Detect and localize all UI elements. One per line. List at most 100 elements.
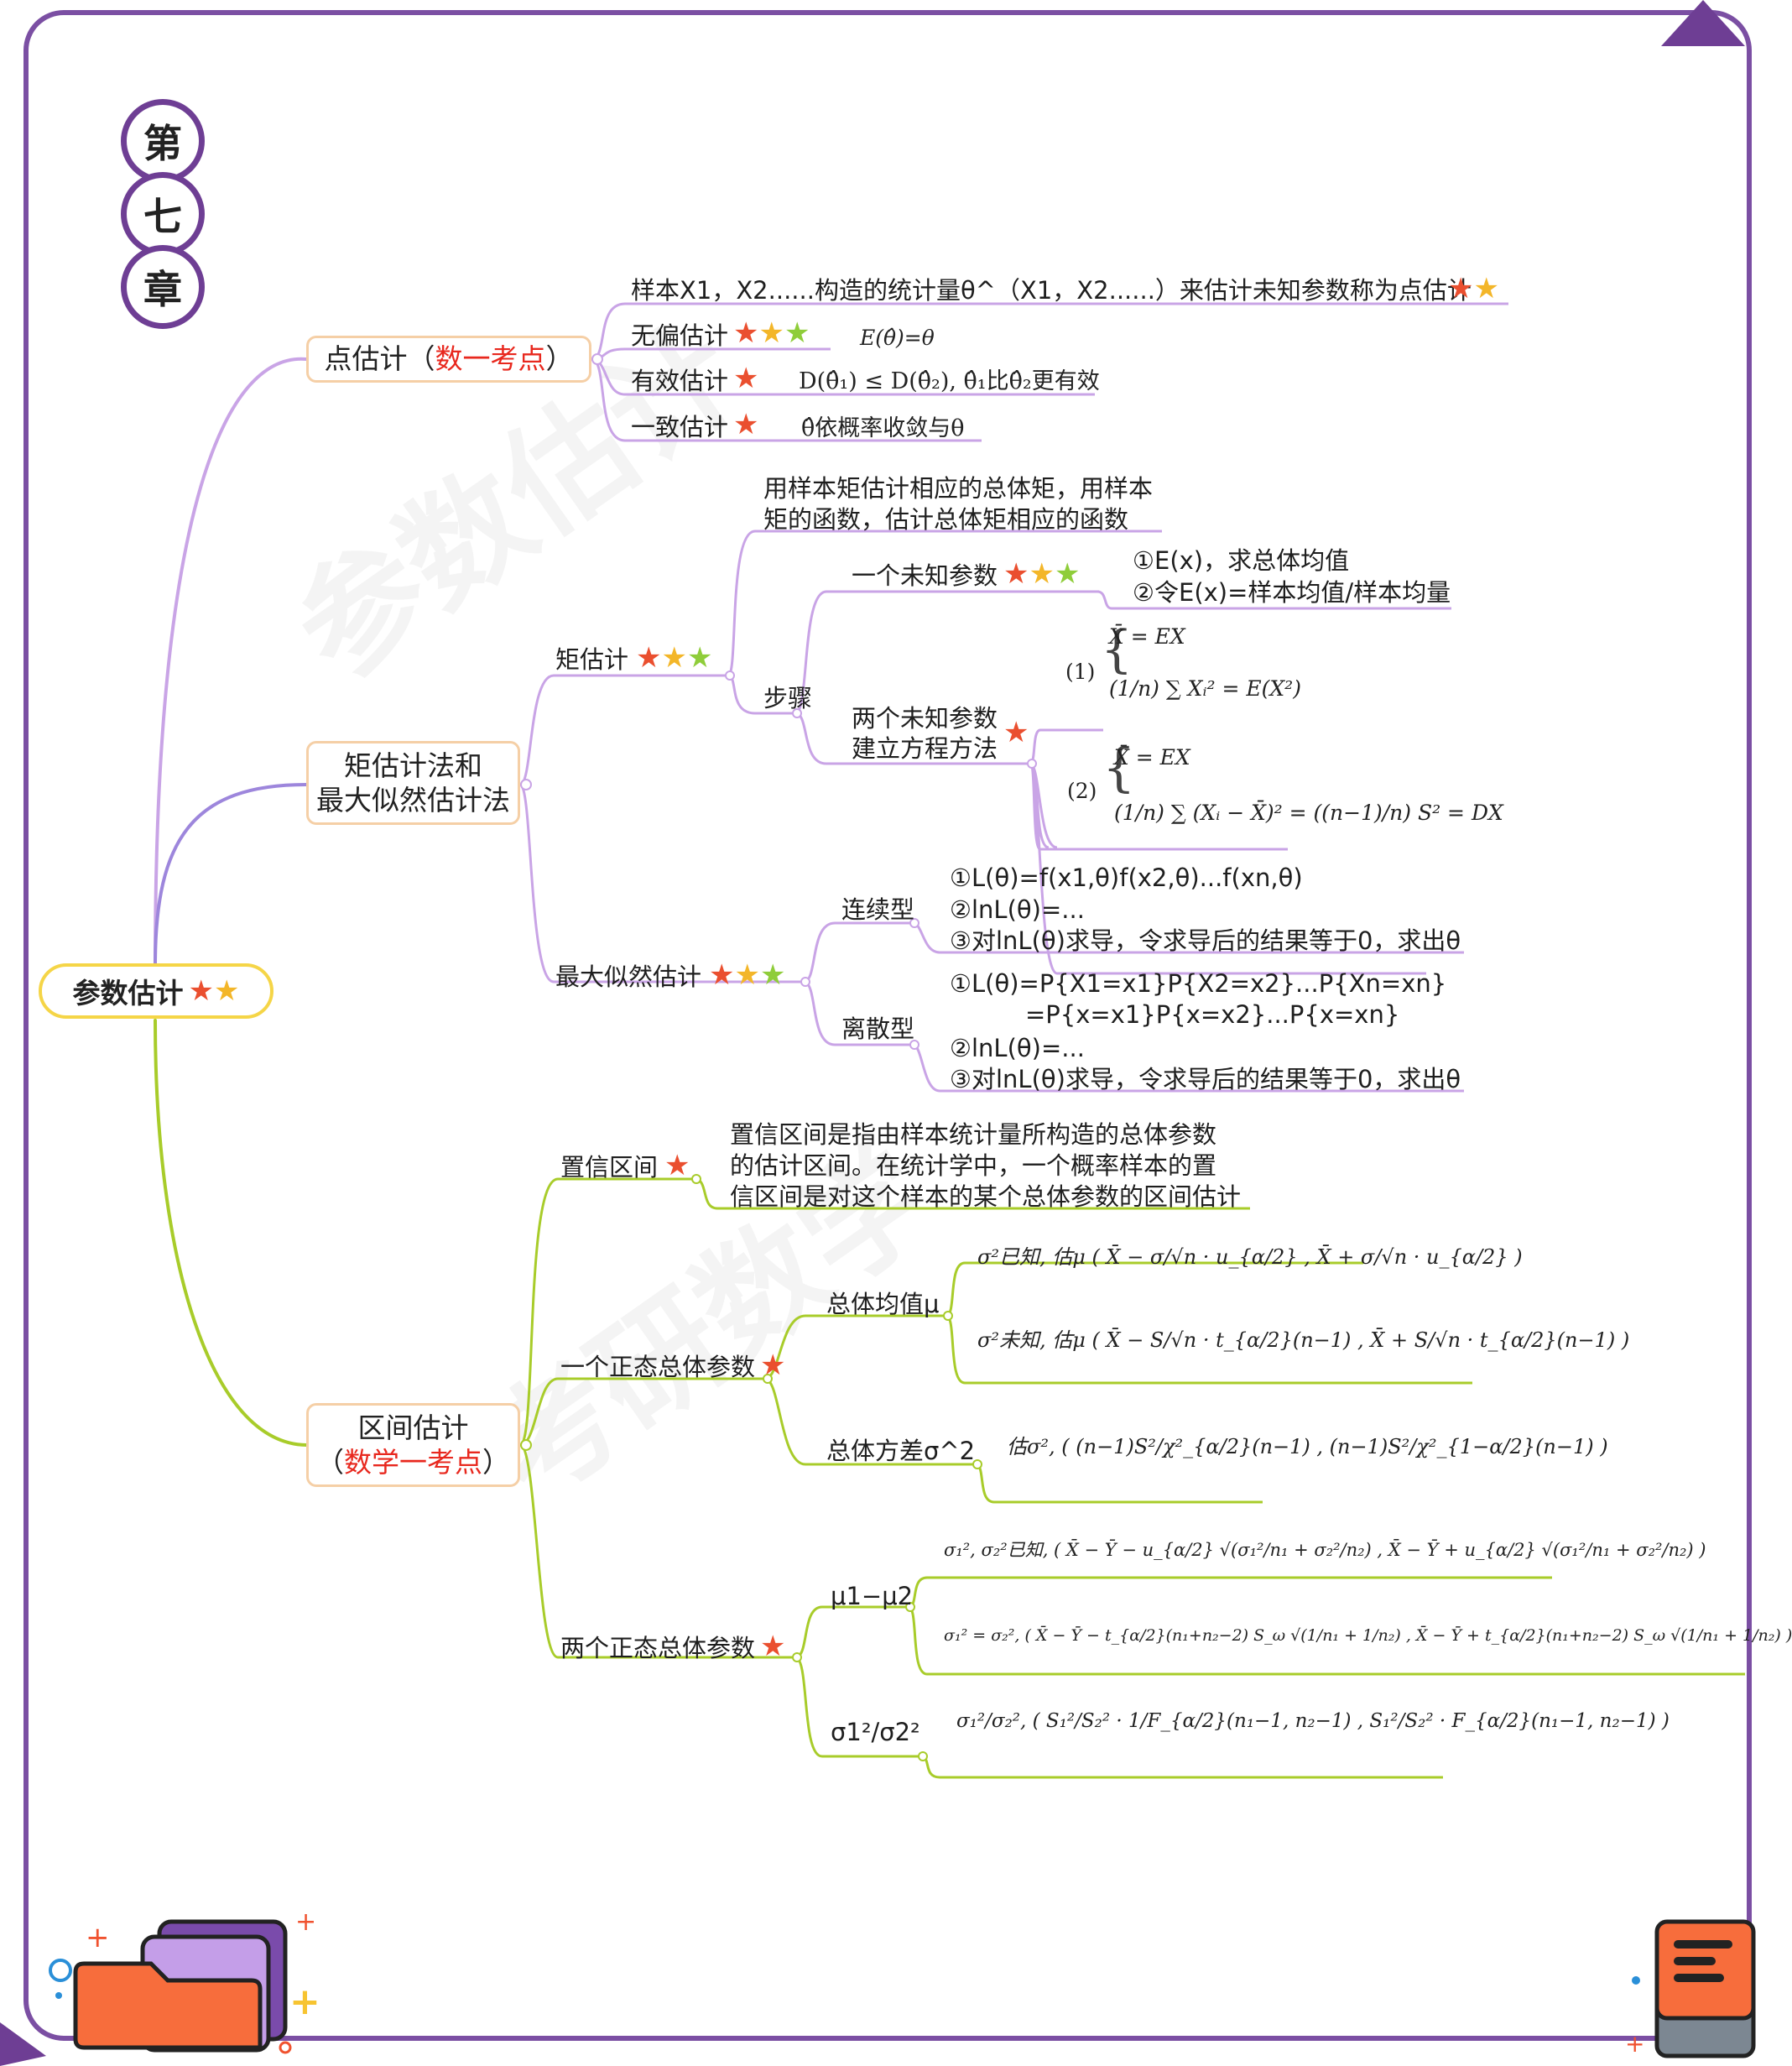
eq1-tag: (1) <box>1065 660 1096 684</box>
star-icon: ★ <box>784 316 810 350</box>
ratio-formula: σ₁²/σ₂², ( S₁²/S₂² · 1/F_{α/2}(n₁−1, n₂−… <box>956 1710 1670 1732</box>
point-definition: 样本X1，X2......构造的统计量θ^（X1，X2......）来估计未知参… <box>631 276 1472 305</box>
variance-formula: 估σ², ( (n−1)S²/χ²_{α/2}(n−1) , (n−1)S²/χ… <box>1007 1435 1608 1458</box>
svg-text:+: + <box>295 1907 316 1937</box>
discrete-step-3: ③对lnL(θ)求导，令求导后的结果等于0，求出θ <box>950 1065 1461 1093</box>
eq2-b: (1/n) ∑ (Xᵢ − X̄)² = ((n−1)/n) S² = DX <box>1114 801 1503 825</box>
branch-point-estimation[interactable]: 点估计（数一考点） <box>306 336 591 383</box>
root-stars: ★★ <box>189 977 240 1005</box>
corner-triangle-icon <box>1661 0 1745 46</box>
star-icon: ★ <box>759 958 786 992</box>
svg-text:+: + <box>86 1921 110 1954</box>
moment-stars: ★★★ <box>636 644 712 672</box>
folder-icon: + + + <box>49 1907 320 2054</box>
star-icon: ★ <box>733 408 759 441</box>
ratio-label: σ1²/σ2² <box>831 1718 920 1746</box>
star-icon: ★ <box>758 316 784 350</box>
moment-steps: 步骤 <box>763 684 813 712</box>
chapter-char-1: 第 <box>121 99 205 183</box>
star-icon: ★ <box>734 958 760 992</box>
diff-formula-equal: σ₁² = σ₂², ( X̄ − Ȳ − t_{α/2}(n₁+n₂−2) S… <box>944 1626 1792 1645</box>
branch-interval-line1: 区间估计 <box>357 1411 469 1444</box>
one-normal-label: 一个正态总体参数 <box>560 1353 756 1381</box>
mean-formula-unknown: σ²未知, 估μ ( X̄ − S/√n · t_{α/2}(n−1) , X̄… <box>977 1328 1630 1352</box>
branch-point-highlight: 数一考点 <box>435 342 546 376</box>
two-normal-stars: ★ <box>760 1632 785 1661</box>
point-def-stars: ★★ <box>1448 274 1499 303</box>
mle-label: 最大似然估计 <box>555 963 702 991</box>
two-param-label-1: 两个未知参数 <box>852 704 998 733</box>
star-icon: ★ <box>709 958 735 992</box>
branch-moment-line1: 矩估计法和 <box>344 749 482 782</box>
continuous-step-3: ③对lnL(θ)求导，令求导后的结果等于0，求出θ <box>950 926 1461 955</box>
moment-desc-1: 用样本矩估计相应的总体矩，用样本 <box>763 474 1154 503</box>
continuous-label: 连续型 <box>841 895 915 924</box>
moment-desc-2: 矩的函数，估计总体矩相应的函数 <box>763 505 1129 534</box>
star-icon: ★ <box>214 974 240 1008</box>
one-param-step-1: ①E(x)，求总体均值 <box>1133 546 1350 575</box>
root-node[interactable]: 参数估计 ★★ <box>39 963 273 1019</box>
branch-moment-line2: 最大似然估计法 <box>316 784 510 816</box>
eq1-b: (1/n) ∑ Xᵢ² = E(X²) <box>1109 676 1301 701</box>
discrete-step-2: ②lnL(θ)=... <box>950 1034 1085 1062</box>
eq2-brace: { <box>1102 737 1136 798</box>
efficient-label: 有效估计 <box>631 367 729 395</box>
svg-text:+: + <box>1625 2030 1644 2058</box>
star-icon: ★ <box>1029 557 1055 591</box>
mle-stars: ★★★ <box>709 961 785 989</box>
branch-interval-paren: （ <box>316 1446 344 1479</box>
chapter-char-3: 章 <box>121 245 205 329</box>
star-icon: ★ <box>1473 272 1499 305</box>
continuous-step-2: ②lnL(θ)=... <box>950 895 1085 924</box>
svg-text:+: + <box>289 1980 320 2023</box>
star-icon: ★ <box>760 1630 786 1663</box>
star-icon: ★ <box>733 316 759 350</box>
chapter-char-2: 七 <box>121 172 205 256</box>
eq2-a: X̄ = EX <box>1114 745 1190 770</box>
one-param-stars: ★★★ <box>1003 560 1080 588</box>
one-param-label: 一个未知参数 <box>852 561 998 590</box>
mean-formula-known: σ²已知, 估μ ( X̄ − σ/√n · u_{α/2} , X̄ + σ/… <box>977 1245 1523 1269</box>
one-normal-stars: ★ <box>760 1351 785 1380</box>
star-icon: ★ <box>760 1349 786 1382</box>
efficient-stars: ★ <box>733 364 758 393</box>
eq1-a: X̄ = EX <box>1109 624 1185 649</box>
ci-desc-1: 置信区间是指由样本统计量所构造的总体参数 <box>730 1120 1217 1149</box>
diff-label: μ1−μ2 <box>831 1582 914 1610</box>
page-frame <box>23 10 1752 2041</box>
star-icon: ★ <box>1003 557 1029 591</box>
branch-interval-highlight: 数学一考点 <box>344 1446 482 1479</box>
unbiased-label: 无偏估计 <box>631 321 729 350</box>
star-icon: ★ <box>188 974 214 1008</box>
star-icon: ★ <box>661 641 687 675</box>
consistent-stars: ★ <box>733 410 758 439</box>
discrete-step-1: ①L(θ)=P{X1=x1}P{X2=x2}...P{Xn=xn} <box>950 969 1447 998</box>
diff-formula-known: σ₁², σ₂²已知, ( X̄ − Ȳ − u_{α/2} √(σ₁²/n₁ … <box>944 1540 1706 1560</box>
one-param-step-2: ②令E(x)=样本均值/样本均量 <box>1133 578 1451 607</box>
efficient-formula: D(θ̂₁) ≤ D(θ̂₂), θ̂₁比θ̂₂更有效 <box>799 368 1100 394</box>
two-param-stars: ★ <box>1003 718 1029 747</box>
variance-label: 总体方差σ^2 <box>826 1437 976 1465</box>
two-normal-label: 两个正态总体参数 <box>560 1634 756 1662</box>
unbiased-stars: ★★★ <box>733 319 810 347</box>
branch-moment-mle[interactable]: 矩估计法和 最大似然估计法 <box>306 741 520 825</box>
root-label: 参数估计 <box>72 977 184 1010</box>
ci-stars: ★ <box>664 1151 690 1180</box>
star-icon: ★ <box>636 641 662 675</box>
moment-label: 矩估计 <box>555 645 629 674</box>
two-param-label-2: 建立方程方法 <box>852 734 998 763</box>
star-icon: ★ <box>1054 557 1081 591</box>
mean-label: 总体均值μ <box>826 1290 940 1318</box>
branch-interval-estimation[interactable]: 区间估计 （数学一考点） <box>306 1403 520 1487</box>
ci-label: 置信区间 <box>560 1153 659 1182</box>
discrete-step-1b: =P{x=x1}P{x=x2}...P{x=xn} <box>1025 1000 1400 1029</box>
unbiased-formula: E(θ̂)=θ <box>860 326 935 350</box>
corner-triangle-left-icon <box>0 2022 46 2066</box>
consistent-label: 一致估计 <box>631 413 729 441</box>
star-icon: ★ <box>1448 272 1474 305</box>
consistent-formula: θ̂依概率收敛与θ <box>801 415 965 441</box>
branch-point-label: 点估计（ <box>324 342 435 376</box>
branch-point-label-end: ） <box>545 342 574 376</box>
notebook-icon: + <box>1625 1919 1756 2058</box>
